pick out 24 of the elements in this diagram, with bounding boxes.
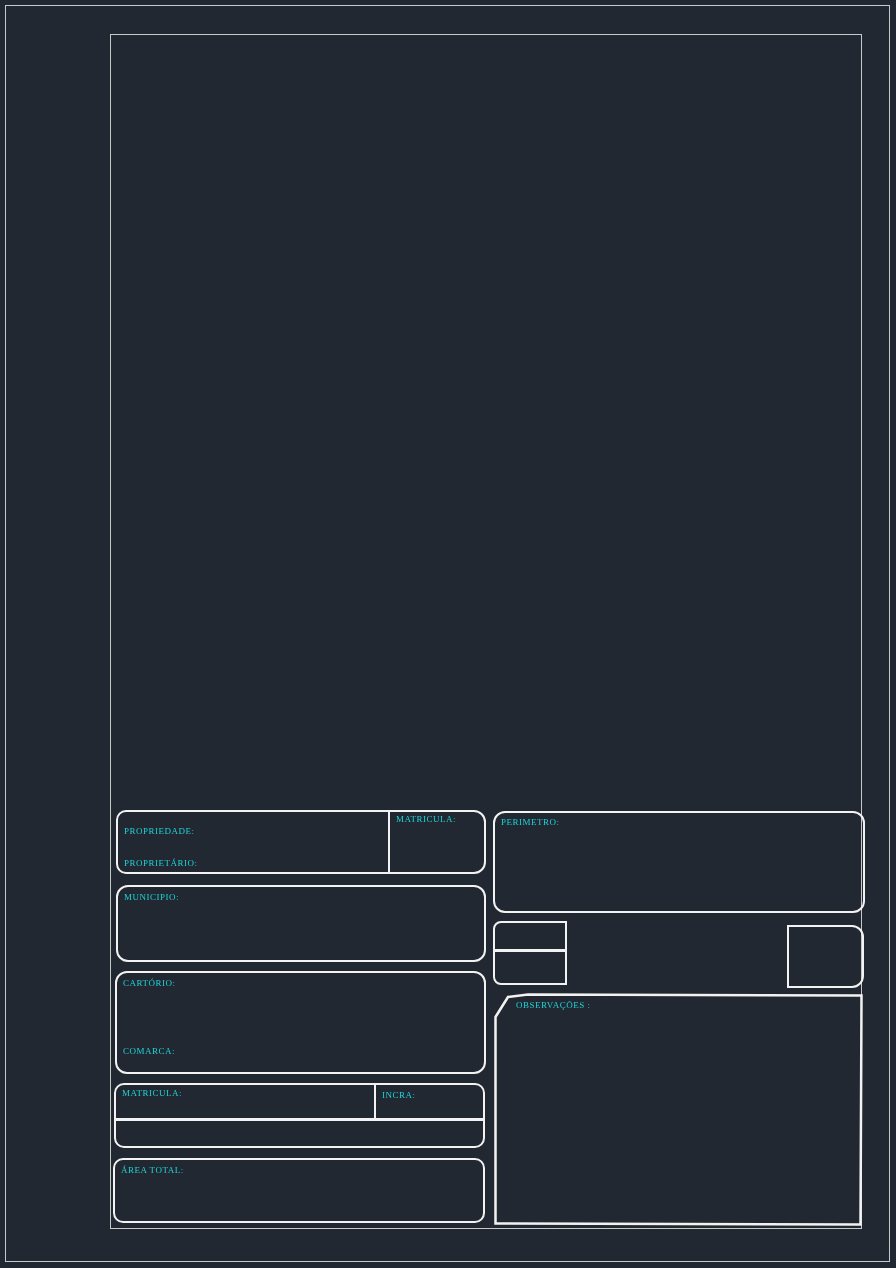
field-label: PERIMETRO: bbox=[501, 817, 560, 828]
form-field bbox=[114, 1118, 485, 1148]
field-label: PROPRIEDADE: bbox=[124, 826, 195, 837]
form-field bbox=[116, 810, 390, 874]
field-label: COMARCA: bbox=[123, 1046, 175, 1057]
form-field bbox=[115, 971, 486, 1074]
form-field bbox=[787, 925, 864, 988]
form-field bbox=[493, 921, 567, 952]
field-label: MATRICULA: bbox=[396, 814, 456, 825]
field-label: ÁREA TOTAL: bbox=[121, 1165, 184, 1176]
form-field bbox=[114, 1083, 376, 1121]
field-label: OBSERVAÇÕES : bbox=[516, 1000, 591, 1011]
form-field bbox=[113, 1158, 485, 1223]
form-field bbox=[116, 885, 486, 962]
form-field bbox=[494, 993, 863, 1226]
field-label: CARTÓRIO: bbox=[123, 978, 176, 989]
form-field bbox=[493, 949, 567, 985]
field-label: INCRA: bbox=[382, 1090, 416, 1101]
form-field bbox=[493, 811, 865, 913]
field-label: MATRICULA: bbox=[122, 1088, 182, 1099]
form-field bbox=[388, 810, 486, 874]
field-label: MUNICIPIO: bbox=[124, 892, 179, 903]
field-label: PROPRIETÁRIO: bbox=[124, 858, 198, 869]
form-field bbox=[374, 1083, 485, 1121]
